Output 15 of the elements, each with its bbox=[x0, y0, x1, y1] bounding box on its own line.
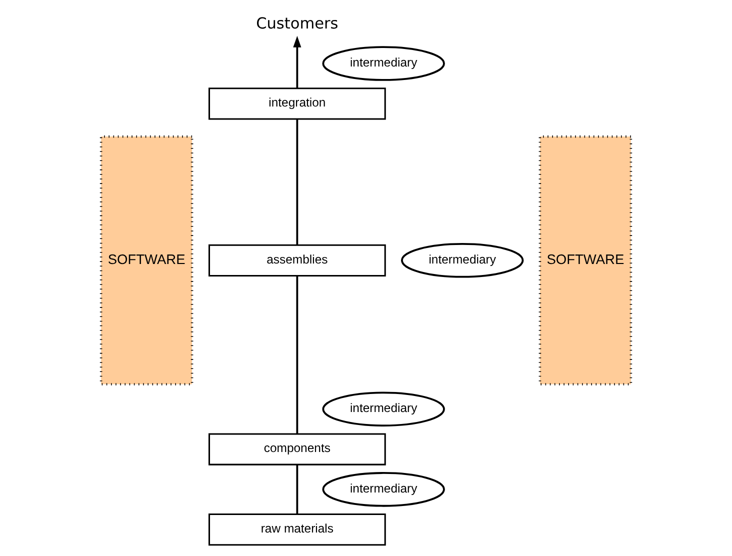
node-ellipse: intermediary bbox=[400, 243, 524, 278]
connector bbox=[296, 119, 298, 246]
node-text: Customers bbox=[256, 14, 338, 33]
node-box: SOFTWARE bbox=[100, 135, 194, 386]
node-box: assemblies bbox=[208, 244, 386, 276]
node-box: components bbox=[208, 433, 386, 466]
node-ellipse: intermediary bbox=[322, 472, 445, 507]
node-box: integration bbox=[208, 88, 386, 120]
arrow bbox=[293, 36, 302, 88]
node-ellipse: intermediary bbox=[322, 392, 445, 427]
connector bbox=[296, 464, 298, 514]
node-box: SOFTWARE bbox=[538, 135, 632, 386]
node-ellipse: intermediary bbox=[322, 46, 445, 81]
connector bbox=[296, 276, 298, 434]
node-box: raw materials bbox=[208, 514, 386, 546]
